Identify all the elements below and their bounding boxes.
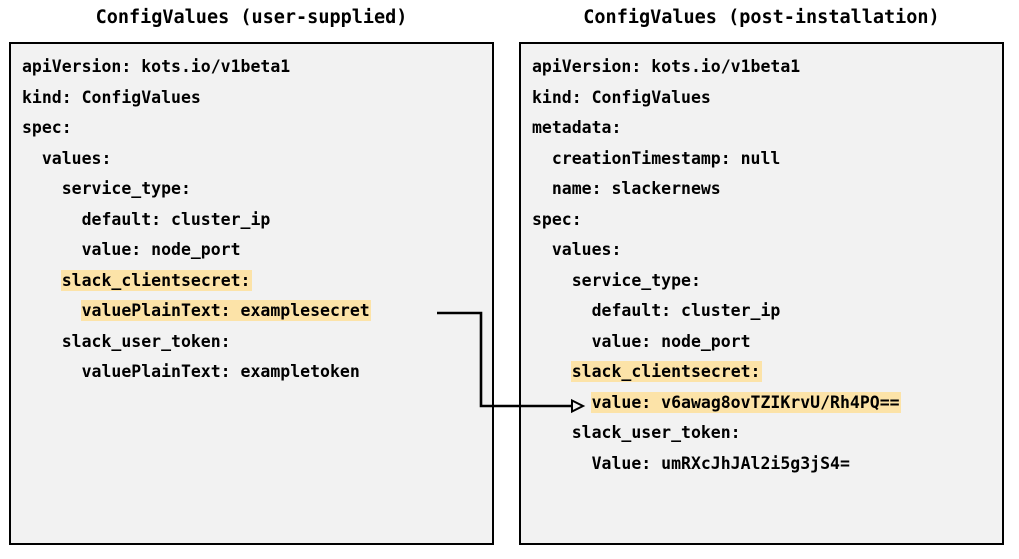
code-text: apiVersion: kots.io/v1beta1	[22, 57, 291, 76]
code-line: name: slackernews	[532, 174, 1002, 205]
code-line: valuePlainText: exampletoken	[22, 357, 492, 388]
code-line: kind: ConfigValues	[22, 83, 492, 114]
code-text: value: node_port	[22, 240, 241, 259]
code-text: kind: ConfigValues	[22, 87, 201, 107]
code-indent	[532, 362, 572, 381]
code-text: values:	[22, 148, 112, 168]
code-text: slack_user_token:	[532, 423, 741, 442]
code-line: apiVersion: kots.io/v1beta1	[532, 52, 1002, 83]
code-line: values:	[532, 235, 1002, 266]
code-text: Value: umRXcJhJAl2i5g3jS4=	[532, 453, 850, 473]
code-text: apiVersion: kots.io/v1beta1	[532, 57, 801, 76]
code-text: spec:	[22, 118, 72, 137]
code-text: values:	[532, 240, 622, 259]
code-line: slack_clientsecret:	[532, 357, 1002, 388]
code-text: slack_user_token:	[22, 331, 231, 351]
highlighted-code-text: slack_clientsecret:	[61, 270, 251, 290]
highlighted-code-text: slack_clientsecret:	[571, 362, 761, 381]
highlighted-code-text: value: v6awag8ovTZIKrvU/Rh4PQ==	[591, 392, 900, 412]
left-code-block: apiVersion: kots.io/v1beta1 kind: ConfigV…	[22, 52, 492, 388]
right-configvalues-box: apiVersion: kots.io/v1beta1 kind: ConfigV…	[519, 42, 1004, 545]
code-indent	[22, 301, 82, 320]
code-line: spec:	[532, 205, 1002, 236]
code-line: service_type:	[532, 266, 1002, 297]
code-line: values:	[22, 144, 492, 175]
code-line: apiVersion: kots.io/v1beta1	[22, 52, 492, 83]
code-line: metadata:	[532, 113, 1002, 144]
code-line: valuePlainText: examplesecret	[22, 296, 492, 327]
code-line: slack_user_token:	[22, 327, 492, 358]
code-text: value: node_port	[532, 331, 751, 351]
code-line: slack_user_token:	[532, 418, 1002, 449]
code-text: valuePlainText: exampletoken	[22, 362, 360, 381]
code-text: default: cluster_ip	[532, 301, 781, 320]
code-text: creationTimestamp: null	[532, 148, 781, 168]
code-line: kind: ConfigValues	[532, 83, 1002, 114]
code-text: kind: ConfigValues	[532, 87, 711, 107]
code-line: default: cluster_ip	[532, 296, 1002, 327]
left-configvalues-box: apiVersion: kots.io/v1beta1 kind: ConfigV…	[9, 42, 494, 545]
code-indent	[532, 393, 592, 412]
highlighted-code-text: valuePlainText: examplesecret	[81, 301, 370, 320]
code-text: default: cluster_ip	[22, 209, 271, 229]
code-indent	[22, 271, 62, 290]
code-line: service_type:	[22, 174, 492, 205]
code-line: slack_clientsecret:	[22, 266, 492, 297]
code-text: metadata:	[532, 118, 622, 137]
code-line: default: cluster_ip	[22, 205, 492, 236]
code-line: creationTimestamp: null	[532, 144, 1002, 175]
right-panel-title: ConfigValues (post-installation)	[583, 7, 940, 28]
code-line: value: node_port	[532, 327, 1002, 358]
right-code-block: apiVersion: kots.io/v1beta1 kind: ConfigV…	[532, 52, 1002, 479]
code-text: name: slackernews	[532, 179, 721, 198]
code-text: spec:	[532, 209, 582, 229]
code-line: Value: umRXcJhJAl2i5g3jS4=	[532, 449, 1002, 480]
left-panel-title: ConfigValues (user-supplied)	[95, 7, 408, 28]
code-line: value: v6awag8ovTZIKrvU/Rh4PQ==	[532, 388, 1002, 419]
code-line: spec:	[22, 113, 492, 144]
code-text: service_type:	[22, 179, 191, 198]
code-text: service_type:	[532, 270, 701, 290]
code-line: value: node_port	[22, 235, 492, 266]
